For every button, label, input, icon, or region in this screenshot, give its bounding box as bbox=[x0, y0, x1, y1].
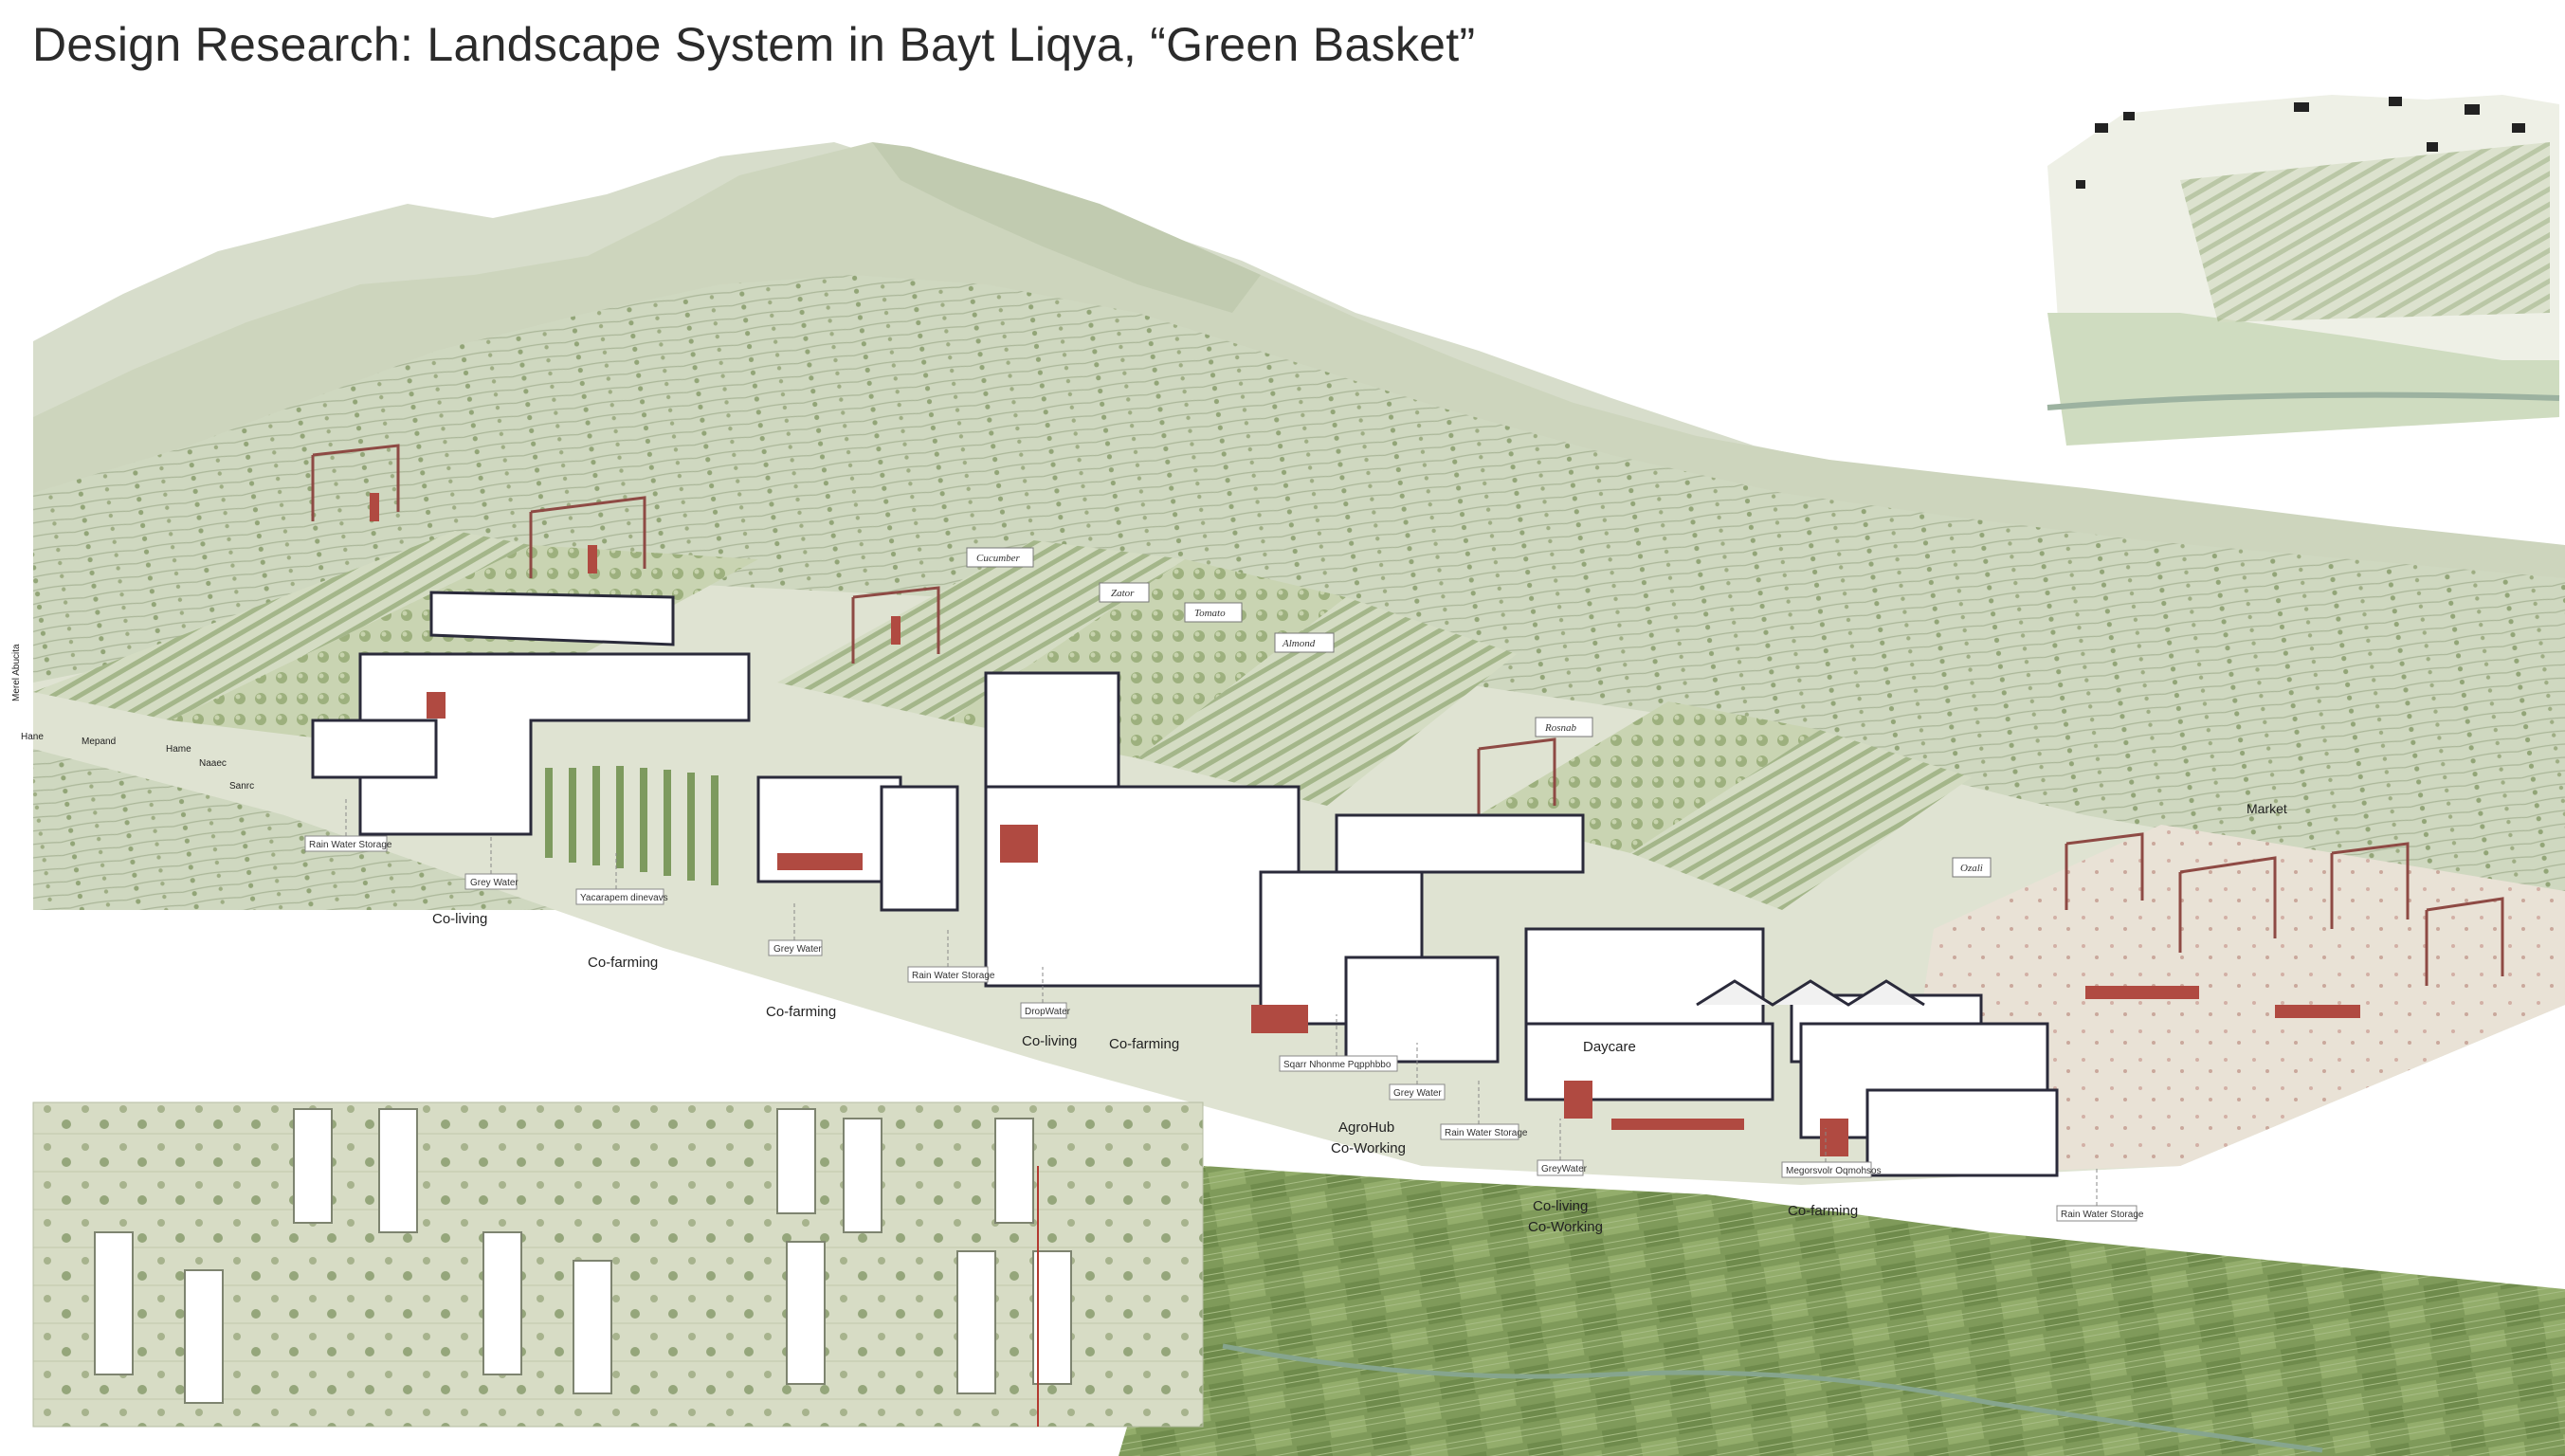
side-step-3: Hame bbox=[166, 744, 191, 755]
ridge-shadow bbox=[872, 142, 1261, 313]
side-vertical-label: Merel Abucita bbox=[11, 644, 22, 701]
side-step-5: Sanrc bbox=[229, 781, 254, 792]
field-strip-1 bbox=[33, 531, 531, 720]
tag-grey-water-4: GreyWater bbox=[1541, 1164, 1588, 1174]
crop-label-tomato: Tomato bbox=[1194, 608, 1226, 619]
side-step-4: Naaec bbox=[199, 758, 227, 769]
program-cofarming-2: Co-farming bbox=[766, 1004, 836, 1020]
crop-label-market: Market bbox=[2247, 801, 2287, 816]
crop-label-cucumber: Cucumber bbox=[976, 553, 1021, 564]
tag-sqarr: Sqarr Nhonme Pqpphbbo bbox=[1283, 1060, 1392, 1070]
program-coliving-3b: Co-Working bbox=[1528, 1219, 1603, 1235]
field-strip-7 bbox=[1630, 730, 1972, 910]
crop-label-rosnab: Rosnab bbox=[1544, 722, 1577, 734]
field-strip-3 bbox=[777, 540, 1185, 720]
program-cofarming-3: Co-farming bbox=[1109, 1036, 1179, 1052]
site-map-inset bbox=[2047, 95, 2560, 446]
tag-rain-water-1: Rain Water Storage bbox=[309, 840, 392, 850]
program-coliving-1: Co-living bbox=[432, 911, 487, 927]
tag-yard: Yacarapem dinevavs bbox=[580, 893, 668, 903]
tag-megor: Megorsvolr Oqmohsos bbox=[1786, 1166, 1882, 1176]
program-agrohub-1: AgroHub bbox=[1338, 1119, 1394, 1136]
poplar-rows bbox=[545, 766, 719, 885]
crop-label-ozali: Ozali bbox=[1960, 863, 1983, 874]
side-step-1: Hane bbox=[21, 732, 44, 742]
tag-rain-water-3: Rain Water Storage bbox=[1445, 1128, 1528, 1138]
program-coliving-2: Co-living bbox=[1022, 1033, 1077, 1049]
program-agrohub-2: Co-Working bbox=[1331, 1140, 1406, 1156]
tag-grey-water-3: Grey Water bbox=[1393, 1088, 1442, 1099]
page-title: Design Research: Landscape System in Bay… bbox=[32, 18, 1476, 71]
tag-rain-water-2: Rain Water Storage bbox=[912, 971, 995, 981]
side-step-2: Mepand bbox=[82, 737, 116, 747]
program-cofarming-4: Co-farming bbox=[1788, 1203, 1858, 1219]
leader-lines bbox=[345, 796, 2098, 1206]
building-sections bbox=[311, 591, 2059, 1177]
tag-grey-water-1: Grey Water bbox=[470, 878, 518, 888]
program-cofarming-1: Co-farming bbox=[588, 955, 658, 971]
market-ground bbox=[1896, 825, 2565, 1175]
red-produce bbox=[370, 493, 2360, 1156]
program-daycare: Daycare bbox=[1583, 1039, 1636, 1055]
plan-inset bbox=[32, 1101, 1204, 1428]
sawtooth-roof bbox=[1696, 979, 1925, 1007]
crop-label-zator: Zator bbox=[1111, 588, 1135, 599]
program-coliving-3a: Co-living bbox=[1533, 1198, 1588, 1214]
field-strip-5 bbox=[1137, 597, 1517, 806]
tag-rain-water-4: Rain Water Storage bbox=[2061, 1210, 2144, 1220]
tag-drop-water: DropWater bbox=[1025, 1007, 1071, 1017]
river bbox=[1222, 1343, 2323, 1453]
valley-fields bbox=[1119, 1166, 2565, 1456]
tag-grey-water-2: Grey Water bbox=[773, 944, 822, 955]
crop-label-almond: Almond bbox=[1282, 638, 1316, 649]
pergolas bbox=[311, 444, 2504, 986]
